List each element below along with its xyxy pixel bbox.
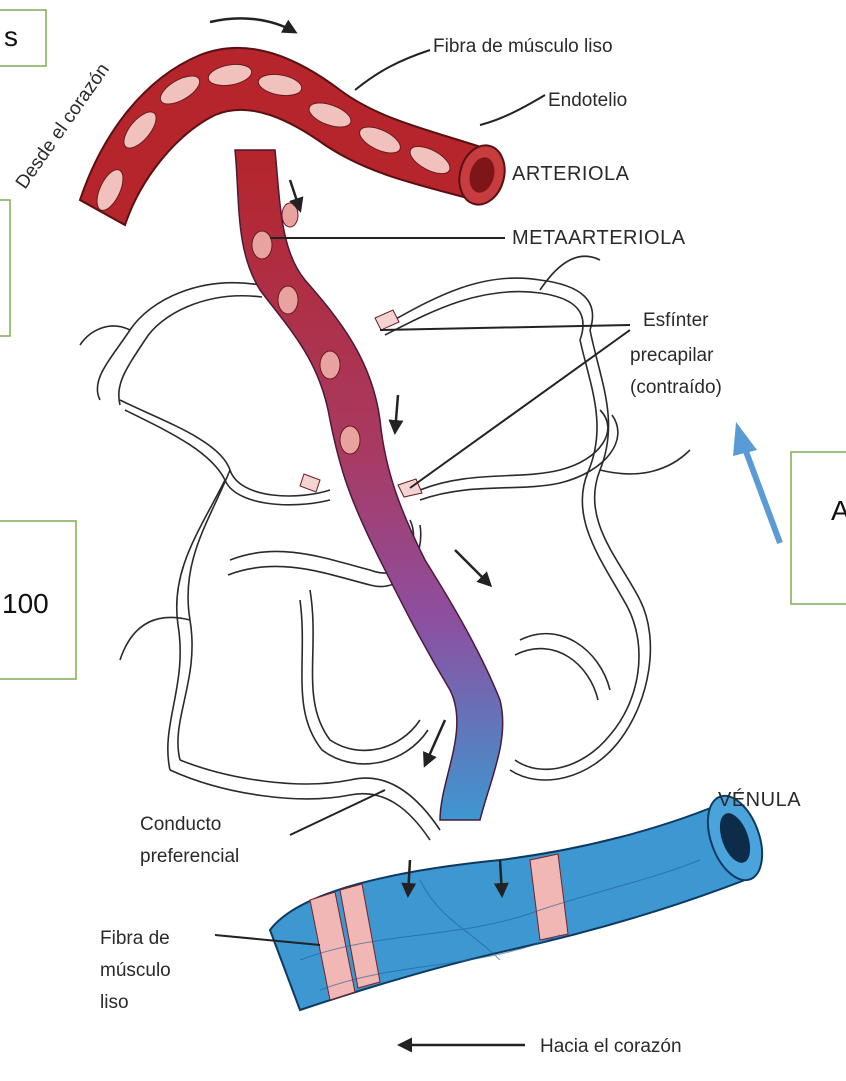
label-smooth-muscle-bottom-line2: músculo xyxy=(100,960,171,981)
callout-arrow xyxy=(733,422,780,543)
label-venule: VÉNULA xyxy=(718,788,801,811)
label-smooth-muscle-bottom-line3: liso xyxy=(100,992,129,1013)
metaarteriole-channel xyxy=(235,150,503,820)
label-sphincter-line3: (contraído) xyxy=(630,377,722,398)
label-metaarteriole: METAARTERIOLA xyxy=(512,227,686,249)
label-preferential-line2: preferencial xyxy=(140,846,239,867)
label-preferential-line1: Conducto xyxy=(140,814,221,835)
callout-box-right xyxy=(791,452,846,604)
callout-box-right-text: A xyxy=(831,495,846,526)
venule-vessel xyxy=(270,788,773,1010)
label-sphincter-line2: precapilar xyxy=(630,345,714,366)
label-endothelium: Endotelio xyxy=(548,90,627,111)
callout-box-lower-left-text: 100 xyxy=(2,588,49,619)
callout-box-top-left-text: s xyxy=(4,21,18,52)
label-arteriole: ARTERIOLA xyxy=(512,163,630,185)
callout-box-mid-left xyxy=(0,200,10,336)
label-smooth-muscle-top: Fibra de músculo liso xyxy=(433,36,613,57)
label-to-heart: Hacia el corazón xyxy=(540,1036,682,1057)
label-smooth-muscle-bottom-line1: Fibra de xyxy=(100,928,170,949)
label-sphincter-line1: Esfínter xyxy=(643,310,709,331)
